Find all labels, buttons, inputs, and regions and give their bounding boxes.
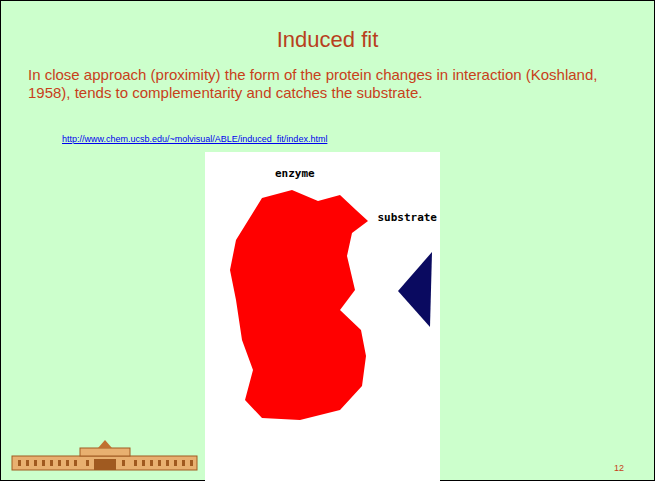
enzyme-label: enzyme: [275, 167, 315, 180]
image-panel: [205, 152, 440, 481]
substrate-label: substrate: [377, 211, 437, 224]
page-number: 12: [614, 463, 624, 474]
slide-title: Induced fit: [0, 27, 655, 53]
body-text: In close approach (proximity) the form o…: [28, 66, 638, 102]
enzyme-shape: [230, 190, 368, 420]
substrate-triangle: [398, 252, 432, 327]
university-logo: [12, 440, 197, 470]
source-link: http://www.chem.ucsb.edu/~molvisual/ABLE…: [62, 134, 562, 145]
